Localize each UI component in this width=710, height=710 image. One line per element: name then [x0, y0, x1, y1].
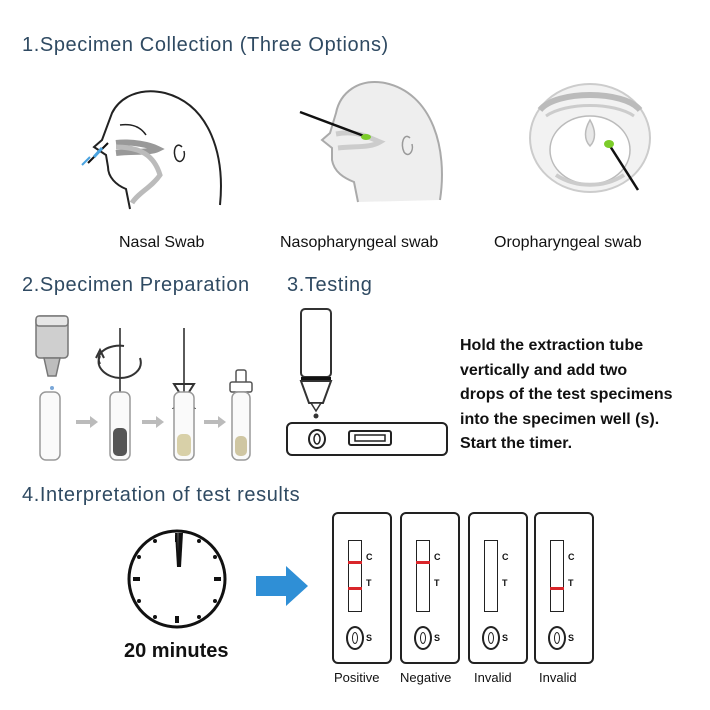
buffer-bottle-icon	[35, 315, 69, 461]
test-line	[348, 587, 362, 590]
control-line	[348, 561, 362, 564]
nasal-swab-caption: Nasal Swab	[119, 234, 205, 251]
instruction-line: drops of the test specimens	[460, 386, 673, 403]
instruction-line: vertically and add two	[460, 361, 628, 379]
nasal-swab-illustration	[81, 90, 222, 210]
nasopharyngeal-swab-caption: Nasopharyngeal swab	[280, 234, 439, 251]
arrow-right-icon	[256, 566, 308, 606]
nasopharyngeal-swab-illustration	[299, 81, 443, 203]
instruction-line: Start the timer.	[460, 435, 573, 452]
oropharyngeal-swab-caption: Oropharyngeal swab	[494, 234, 642, 251]
sample-well-icon	[414, 626, 432, 650]
control-mark: C	[568, 552, 575, 562]
specimen-preparation-illustration	[35, 315, 253, 461]
sample-mark: S	[502, 633, 509, 643]
test-mark: T	[502, 578, 508, 588]
instruction-line: Hold the extraction tube	[460, 337, 644, 354]
capped-tube-icon	[229, 369, 253, 461]
oropharyngeal-swab-illustration	[529, 83, 651, 193]
sample-well-icon	[482, 626, 500, 650]
result-window	[348, 540, 362, 612]
result-label-negative: Negative	[400, 670, 452, 685]
control-mark: C	[366, 552, 373, 562]
result-label-positive: Positive	[334, 670, 380, 685]
test-line	[550, 587, 564, 590]
result-label-invalid: Invalid	[474, 670, 512, 685]
result-window	[416, 540, 430, 612]
control-mark: C	[434, 552, 441, 562]
testing-title: 3.Testing	[287, 274, 373, 296]
result-card-positive: C T S	[332, 512, 392, 664]
control-line	[416, 561, 430, 564]
control-mark: C	[502, 552, 509, 562]
sample-mark: S	[568, 633, 575, 643]
sample-well-icon	[548, 626, 566, 650]
testing-illustration	[286, 308, 448, 456]
preparation-title: 2.Specimen Preparation	[22, 274, 250, 296]
rotate-swab-icon	[95, 328, 142, 461]
result-label-invalid: Invalid	[539, 670, 577, 685]
collection-title: 1.Specimen Collection (Three Options)	[22, 34, 389, 56]
timer-label: 20 minutes	[124, 640, 229, 662]
squeeze-swab-icon	[171, 328, 197, 461]
clock-icon	[127, 529, 227, 629]
result-card-invalid-none: C T S	[468, 512, 528, 664]
result-window	[550, 540, 564, 612]
result-card-negative: C T S	[400, 512, 460, 664]
test-mark: T	[366, 578, 372, 588]
result-card-invalid-test-only: C T S	[534, 512, 594, 664]
result-window	[484, 540, 498, 612]
sample-well-icon	[346, 626, 364, 650]
test-mark: T	[568, 578, 574, 588]
sample-mark: S	[434, 633, 441, 643]
interpretation-title: 4.Interpretation of test results	[22, 484, 301, 506]
test-mark: T	[434, 578, 440, 588]
sample-mark: S	[366, 633, 373, 643]
instruction-line: into the specimen well (s).	[460, 410, 660, 428]
testing-instructions: Hold the extraction tube vertically and …	[460, 334, 705, 457]
